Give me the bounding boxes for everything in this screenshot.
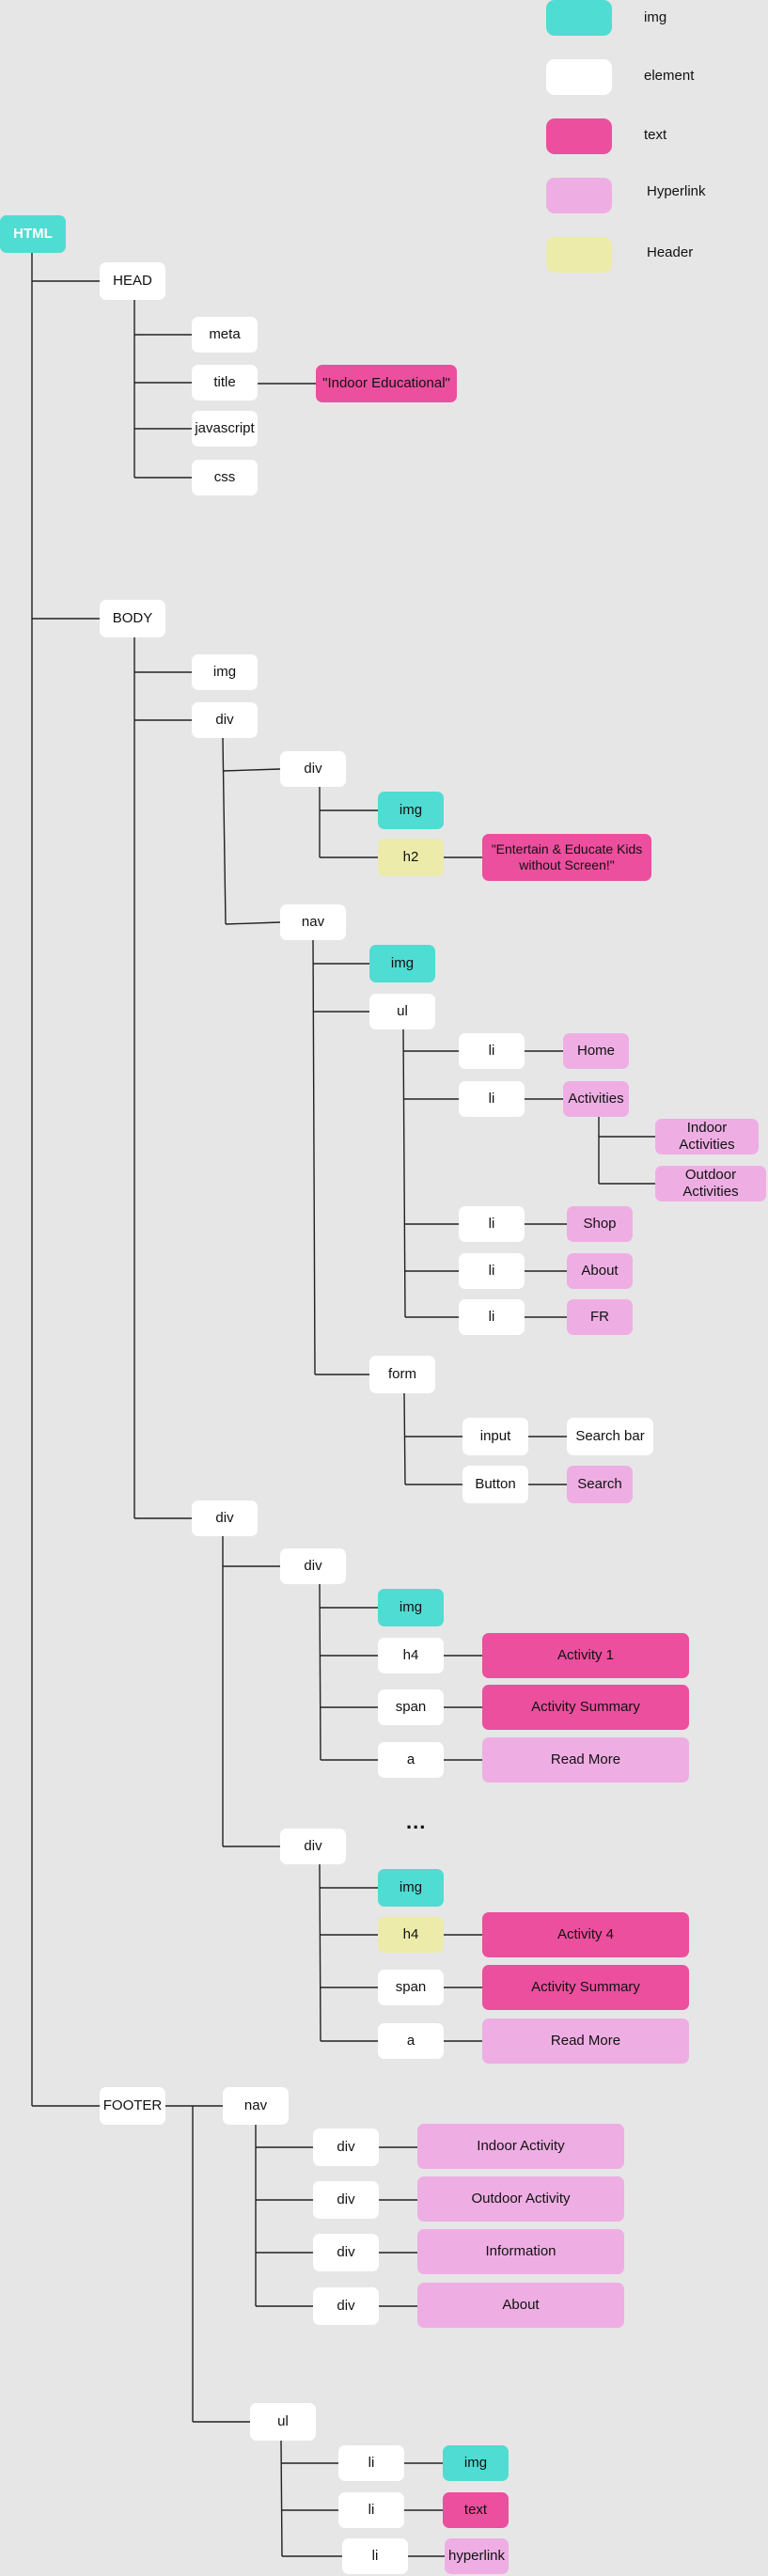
node-ul: ul bbox=[369, 994, 435, 1029]
node-footer-li-hyperlink: hyperlink bbox=[445, 2538, 509, 2574]
node-body-img: img bbox=[192, 654, 258, 690]
legend-label-hyperlink: Hyperlink bbox=[647, 183, 706, 199]
node-form: form bbox=[369, 1356, 435, 1393]
node-h2: h2 bbox=[378, 839, 444, 876]
legend-swatch-hyperlink bbox=[546, 178, 612, 213]
node-card-4-img: img bbox=[378, 1869, 444, 1907]
node-javascript: javascript bbox=[192, 411, 258, 447]
node-css: css bbox=[192, 460, 258, 495]
connector-line bbox=[312, 939, 316, 1375]
node-title: title bbox=[192, 365, 258, 401]
node-footer-li-1: li bbox=[338, 2445, 404, 2481]
node-footer-li-text: text bbox=[443, 2492, 509, 2528]
node-footer-link-indoor: Indoor Activity bbox=[417, 2124, 624, 2169]
connector-line bbox=[222, 737, 227, 925]
node-search-bar: Search bar bbox=[567, 1418, 653, 1455]
connector-line bbox=[319, 1583, 321, 1761]
legend-swatch-text bbox=[546, 118, 612, 154]
node-banner-div: div bbox=[280, 751, 346, 787]
node-card-1-read-more: Read More bbox=[482, 1737, 689, 1783]
node-card-1-a: a bbox=[378, 1742, 444, 1778]
node-li-activities: li bbox=[459, 1081, 525, 1117]
connector-line bbox=[403, 1392, 406, 1485]
node-nav: nav bbox=[280, 904, 346, 940]
node-banner-img: img bbox=[378, 792, 444, 829]
node-li-fr: li bbox=[459, 1299, 525, 1335]
node-link-fr: FR bbox=[567, 1299, 633, 1335]
node-card-1-title: Activity 1 bbox=[482, 1633, 689, 1678]
node-li-about: li bbox=[459, 1253, 525, 1289]
node-link-home: Home bbox=[563, 1033, 629, 1069]
node-card-1-img: img bbox=[378, 1589, 444, 1626]
node-meta: meta bbox=[192, 317, 258, 353]
node-footer-li-2: li bbox=[338, 2492, 404, 2528]
node-input: input bbox=[462, 1418, 528, 1455]
node-nav-img: img bbox=[369, 945, 435, 982]
node-card-1-h4: h4 bbox=[378, 1638, 444, 1673]
node-link-shop: Shop bbox=[567, 1206, 633, 1242]
node-title-text: "Indoor Educational" bbox=[316, 365, 457, 402]
node-link-outdoor-activities: Outdoor Activities bbox=[655, 1166, 766, 1202]
node-footer-li-3: li bbox=[342, 2538, 408, 2574]
node-footer-link-about: About bbox=[417, 2283, 624, 2328]
legend-swatch-img bbox=[546, 0, 612, 36]
node-link-activities: Activities bbox=[563, 1081, 629, 1117]
legend-label-header: Header bbox=[647, 244, 694, 260]
node-h2-text: "Entertain & Educate Kids without Screen… bbox=[482, 834, 651, 881]
node-footer-li-img: img bbox=[443, 2445, 509, 2481]
node-card-4-summary: Activity Summary bbox=[482, 1965, 689, 2010]
node-card-4-span: span bbox=[378, 1970, 444, 2005]
node-footer-div-2: div bbox=[313, 2181, 379, 2219]
node-card-4-read-more: Read More bbox=[482, 2018, 689, 2064]
ellipsis: ... bbox=[406, 1810, 427, 1833]
legend-swatch-element bbox=[546, 59, 612, 95]
connector-line bbox=[225, 921, 281, 925]
legend-label-text: text bbox=[644, 127, 667, 143]
node-footer-nav: nav bbox=[223, 2087, 289, 2125]
node-card-1-span: span bbox=[378, 1689, 444, 1725]
node-link-about: About bbox=[567, 1253, 633, 1289]
node-card-4-h4: h4 bbox=[378, 1917, 444, 1953]
node-card-1-summary: Activity Summary bbox=[482, 1685, 689, 1730]
connector-line bbox=[222, 768, 281, 772]
node-header-div: div bbox=[192, 702, 258, 738]
node-li-home: li bbox=[459, 1033, 525, 1069]
legend-swatch-header bbox=[546, 237, 612, 273]
node-card-4: div bbox=[280, 1829, 346, 1864]
node-footer: FOOTER bbox=[100, 2087, 165, 2125]
node-card-1: div bbox=[280, 1548, 346, 1584]
node-footer-div-3: div bbox=[313, 2234, 379, 2271]
node-footer-link-outdoor: Outdoor Activity bbox=[417, 2176, 624, 2222]
node-link-search: Search bbox=[567, 1466, 633, 1503]
node-footer-link-information: Information bbox=[417, 2229, 624, 2274]
node-footer-ul: ul bbox=[250, 2403, 316, 2441]
node-html: HTML bbox=[0, 215, 66, 253]
node-button: Button bbox=[462, 1466, 528, 1503]
connector-line bbox=[280, 2440, 283, 2557]
node-footer-div-1: div bbox=[313, 2128, 379, 2166]
node-content-div: div bbox=[192, 1500, 258, 1536]
connector-line bbox=[402, 1029, 406, 1318]
node-body: BODY bbox=[100, 600, 165, 637]
node-footer-div-4: div bbox=[313, 2287, 379, 2325]
connector-line bbox=[319, 1863, 321, 2042]
legend-label-element: element bbox=[644, 68, 695, 84]
node-card-4-a: a bbox=[378, 2023, 444, 2059]
legend-label-img: img bbox=[644, 9, 667, 25]
node-card-4-title: Activity 4 bbox=[482, 1912, 689, 1957]
node-li-shop: li bbox=[459, 1206, 525, 1242]
node-link-indoor-activities: Indoor Activities bbox=[655, 1119, 759, 1154]
node-head: HEAD bbox=[100, 262, 165, 300]
